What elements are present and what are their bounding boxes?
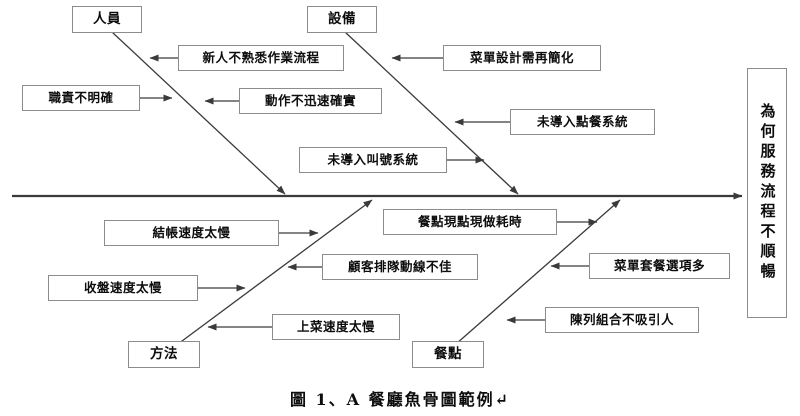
cause-label: 收盤速度太慢	[83, 280, 162, 296]
cause-box-method-slow-serving[interactable]: 上菜速度太慢	[272, 314, 400, 340]
cause-label: 顧客排隊動線不佳	[347, 259, 452, 275]
category-label-people: 人員	[93, 11, 121, 28]
cause-label: 動作不迅速確實	[264, 93, 356, 109]
category-box-people[interactable]: 人員	[72, 6, 142, 33]
cause-label: 菜單設計需再簡化	[469, 50, 574, 66]
cause-label: 未導入點餐系統	[536, 114, 628, 130]
cause-label: 陳列組合不吸引人	[569, 312, 674, 328]
cause-box-meal-too-many-combos[interactable]: 菜單套餐選項多	[589, 253, 730, 279]
cause-box-method-slow-clearing[interactable]: 收盤速度太慢	[48, 275, 198, 301]
cause-box-people-new-staff[interactable]: 新人不熟悉作業流程	[178, 45, 344, 71]
cause-label: 結帳速度太慢	[152, 225, 231, 241]
cause-box-people-unclear-duty[interactable]: 職責不明確	[22, 85, 140, 111]
figure-caption: 圖 1、A 餐廳魚骨圖範例↵	[0, 386, 800, 410]
cause-box-equipment-no-queue-system[interactable]: 未導入叫號系統	[299, 147, 447, 173]
category-box-equipment[interactable]: 設備	[307, 6, 377, 33]
cause-label: 上菜速度太慢	[296, 319, 375, 335]
category-box-meal[interactable]: 餐點	[412, 341, 484, 368]
effect-box[interactable]: 為何服務流程不順暢	[747, 68, 787, 318]
cause-label: 未導入叫號系統	[327, 152, 419, 168]
cause-label: 新人不熟悉作業流程	[202, 50, 320, 66]
cause-box-people-slow-action[interactable]: 動作不迅速確實	[239, 88, 382, 114]
category-label-meal: 餐點	[434, 346, 462, 363]
cause-box-equipment-menu-design[interactable]: 菜單設計需再簡化	[443, 45, 601, 71]
cause-label: 職責不明確	[48, 90, 114, 106]
cause-box-method-queue-flow[interactable]: 顧客排隊動線不佳	[322, 254, 478, 280]
cause-box-equipment-no-order-system[interactable]: 未導入點餐系統	[510, 109, 655, 135]
category-label-method: 方法	[150, 346, 178, 363]
figure-caption-text: 圖 1、A 餐廳魚骨圖範例↵	[289, 390, 511, 409]
cause-box-meal-cooked-to-order[interactable]: 餐點現點現做耗時	[383, 209, 557, 235]
cause-box-method-slow-checkout[interactable]: 結帳速度太慢	[104, 220, 279, 246]
category-box-method[interactable]: 方法	[128, 341, 200, 368]
category-label-equipment: 設備	[328, 11, 356, 28]
cause-box-meal-unattractive-display[interactable]: 陳列組合不吸引人	[545, 307, 699, 333]
effect-label: 為何服務流程不順暢	[758, 103, 777, 283]
cause-label: 餐點現點現做耗時	[417, 214, 522, 230]
cause-label: 菜單套餐選項多	[613, 258, 705, 274]
